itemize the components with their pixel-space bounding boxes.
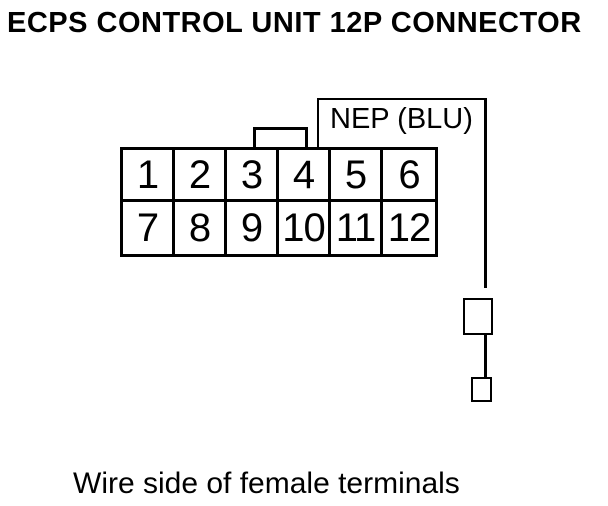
wire-color-label: NEP (BLU) [330,103,473,135]
pin-cell-10: 10 [279,202,331,254]
pin-cell-5: 5 [331,150,383,202]
pin-cell-12: 12 [387,206,432,250]
terminal-symbol-large [463,298,493,335]
wire-line-middle [484,335,487,378]
pin-cell-6: 6 [383,150,435,202]
pin-cell-2: 2 [175,150,227,202]
pin-cell-4: 4 [279,150,331,202]
connector-key-tab [253,127,308,148]
connector-pin-grid: 1 2 3 4 5 6 7 8 9 10 11 12 [120,147,438,257]
wire-line-upper [484,98,487,288]
pin-cell-11: 11 [331,202,383,254]
pin-cell-9: 9 [227,202,279,254]
wire-label-box-left-line [317,98,319,150]
caption: Wire side of female terminals [73,467,460,500]
diagram-title: ECPS CONTROL UNIT 12P CONNECTOR [7,7,582,39]
terminal-symbol-small [471,377,492,402]
pin-cell-1: 1 [123,150,175,202]
pin-cell-3: 3 [227,150,279,202]
pin-cell-7: 7 [123,202,175,254]
pin-cell-8: 8 [175,202,227,254]
wire-label-box-top-line [317,98,487,100]
